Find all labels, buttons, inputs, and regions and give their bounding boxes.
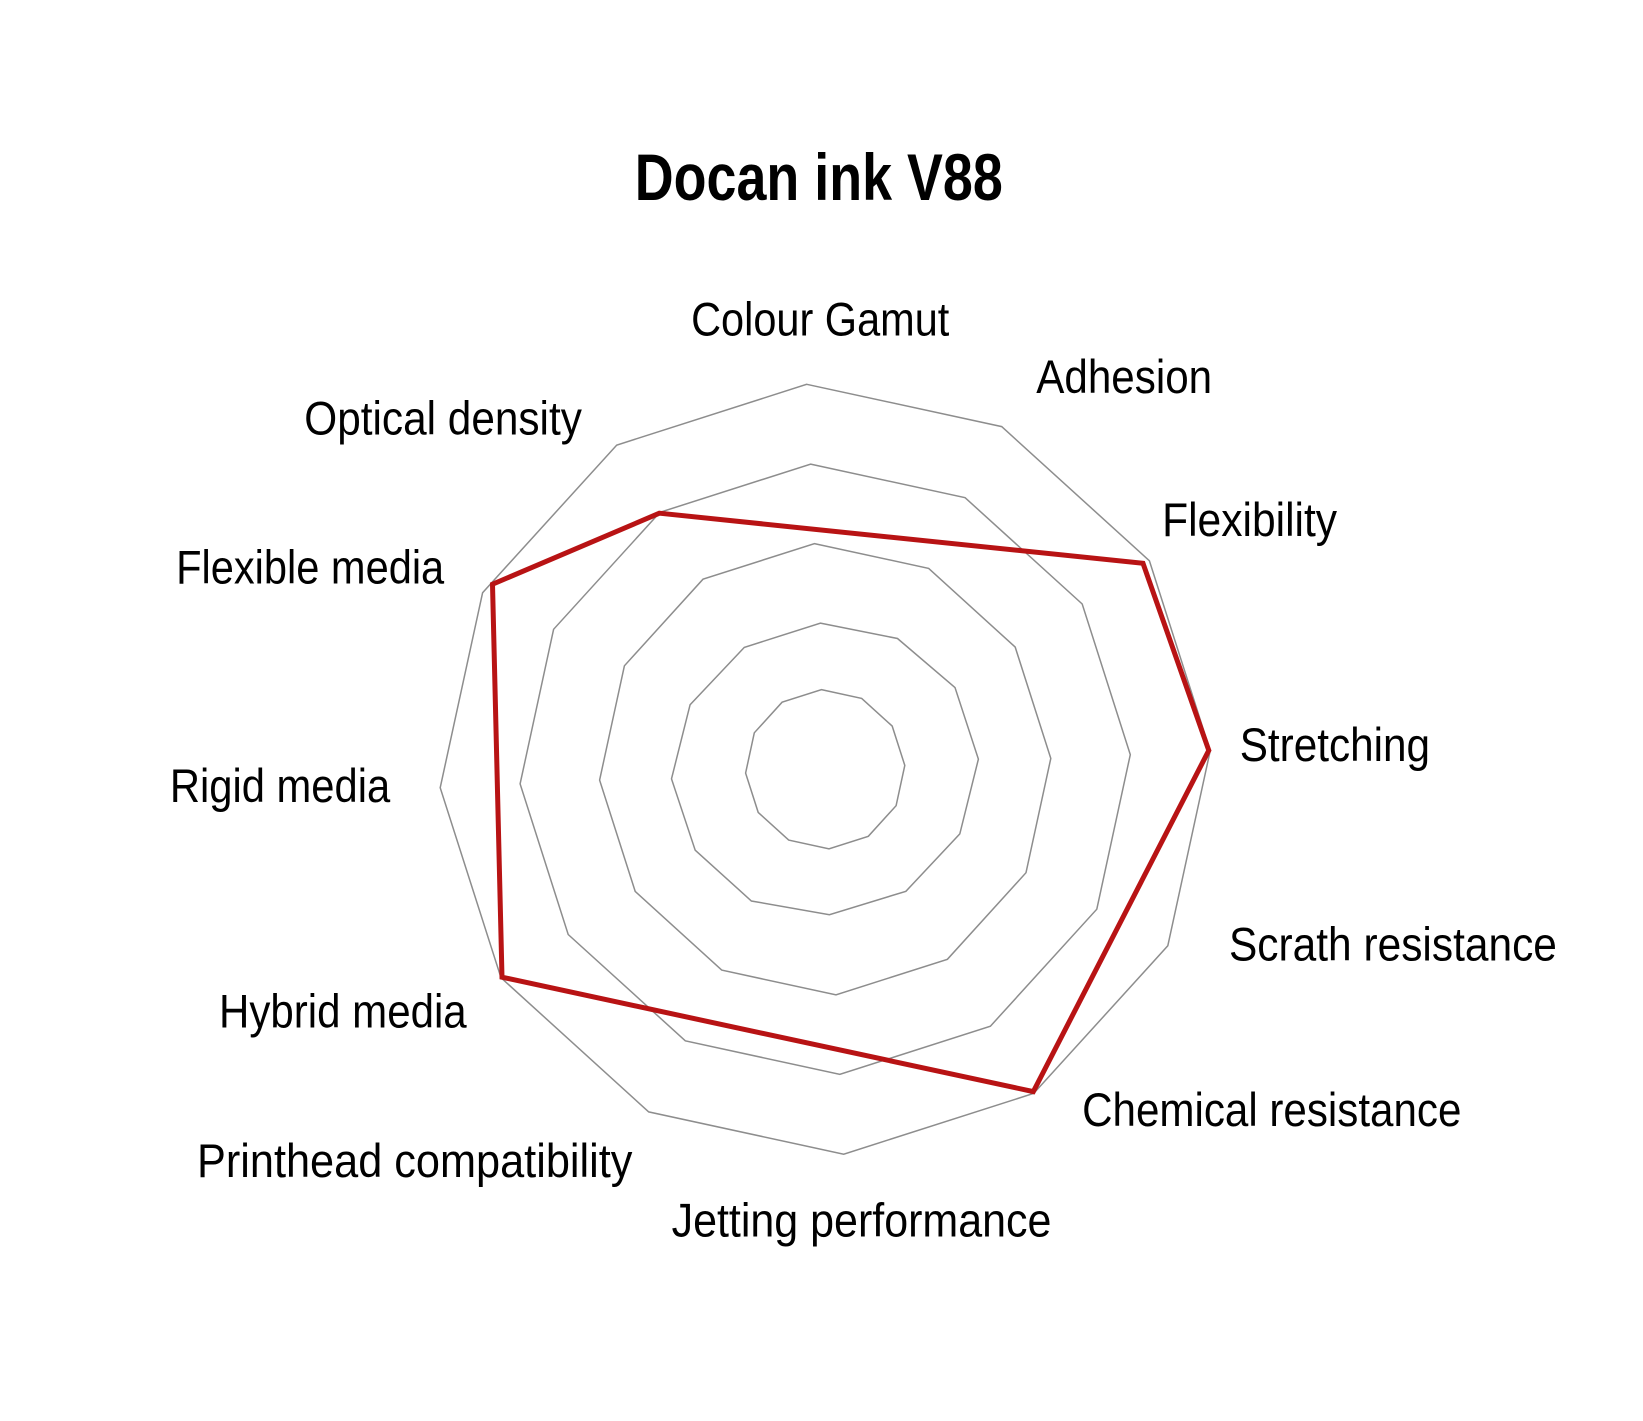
svg-text:Rigid media: Rigid media xyxy=(170,759,391,812)
svg-text:Optical density: Optical density xyxy=(304,391,582,444)
svg-text:Jetting performance: Jetting performance xyxy=(672,1193,1052,1246)
svg-text:Scrath resistance: Scrath resistance xyxy=(1229,918,1557,971)
svg-text:Colour Gamut: Colour Gamut xyxy=(691,293,949,346)
svg-text:Stretching: Stretching xyxy=(1240,718,1430,771)
svg-text:Printhead compatibility: Printhead compatibility xyxy=(197,1134,633,1187)
svg-text:Chemical resistance: Chemical resistance xyxy=(1082,1083,1461,1136)
svg-text:Flexible media: Flexible media xyxy=(176,541,445,594)
svg-text:Docan ink V88: Docan ink V88 xyxy=(635,140,1003,214)
svg-text:Hybrid media: Hybrid media xyxy=(219,985,467,1038)
svg-text:Adhesion: Adhesion xyxy=(1036,350,1212,403)
svg-text:Flexibility: Flexibility xyxy=(1162,493,1337,546)
